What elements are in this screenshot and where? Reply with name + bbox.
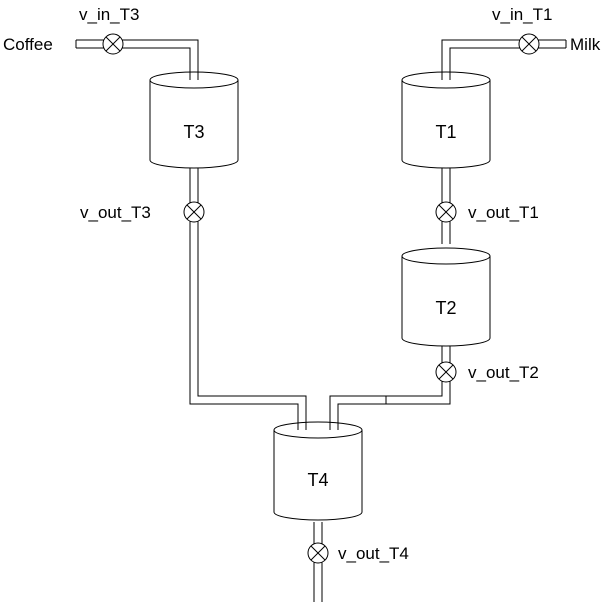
tank-t4-label: T4	[307, 470, 328, 490]
tank-t1-label: T1	[435, 122, 456, 142]
valve-v-out-t2[interactable]	[435, 361, 457, 383]
valve-v-out-t3[interactable]	[183, 201, 205, 223]
tank-t3-label: T3	[183, 122, 204, 142]
valve-v-out-t1-label: v_out_T1	[468, 203, 539, 222]
valve-v-in-t3-label: v_in_T3	[79, 5, 139, 24]
tank-t1: T1	[401, 71, 491, 169]
valve-v-out-t1[interactable]	[435, 201, 457, 223]
coffee-source-label: Coffee	[3, 35, 53, 54]
tank-t2: T2	[401, 247, 491, 347]
tank-t3: T3	[149, 71, 239, 169]
valve-v-out-t2-label: v_out_T2	[468, 363, 539, 382]
valve-v-in-t1[interactable]	[518, 33, 540, 55]
pipe-t3-to-t4	[189, 168, 307, 430]
valve-v-in-t3[interactable]	[102, 33, 124, 55]
milk-source-label: Milk	[570, 35, 601, 54]
tank-t4: T4	[273, 421, 363, 521]
valve-v-in-t1-label: v_in_T1	[492, 5, 552, 24]
valve-v-out-t4[interactable]	[307, 542, 329, 564]
valve-v-out-t3-label: v_out_T3	[80, 203, 151, 222]
valve-v-out-t4-label: v_out_T4	[338, 544, 409, 563]
tank-t2-label: T2	[435, 298, 456, 318]
pipe-t2-to-t4	[329, 344, 451, 430]
